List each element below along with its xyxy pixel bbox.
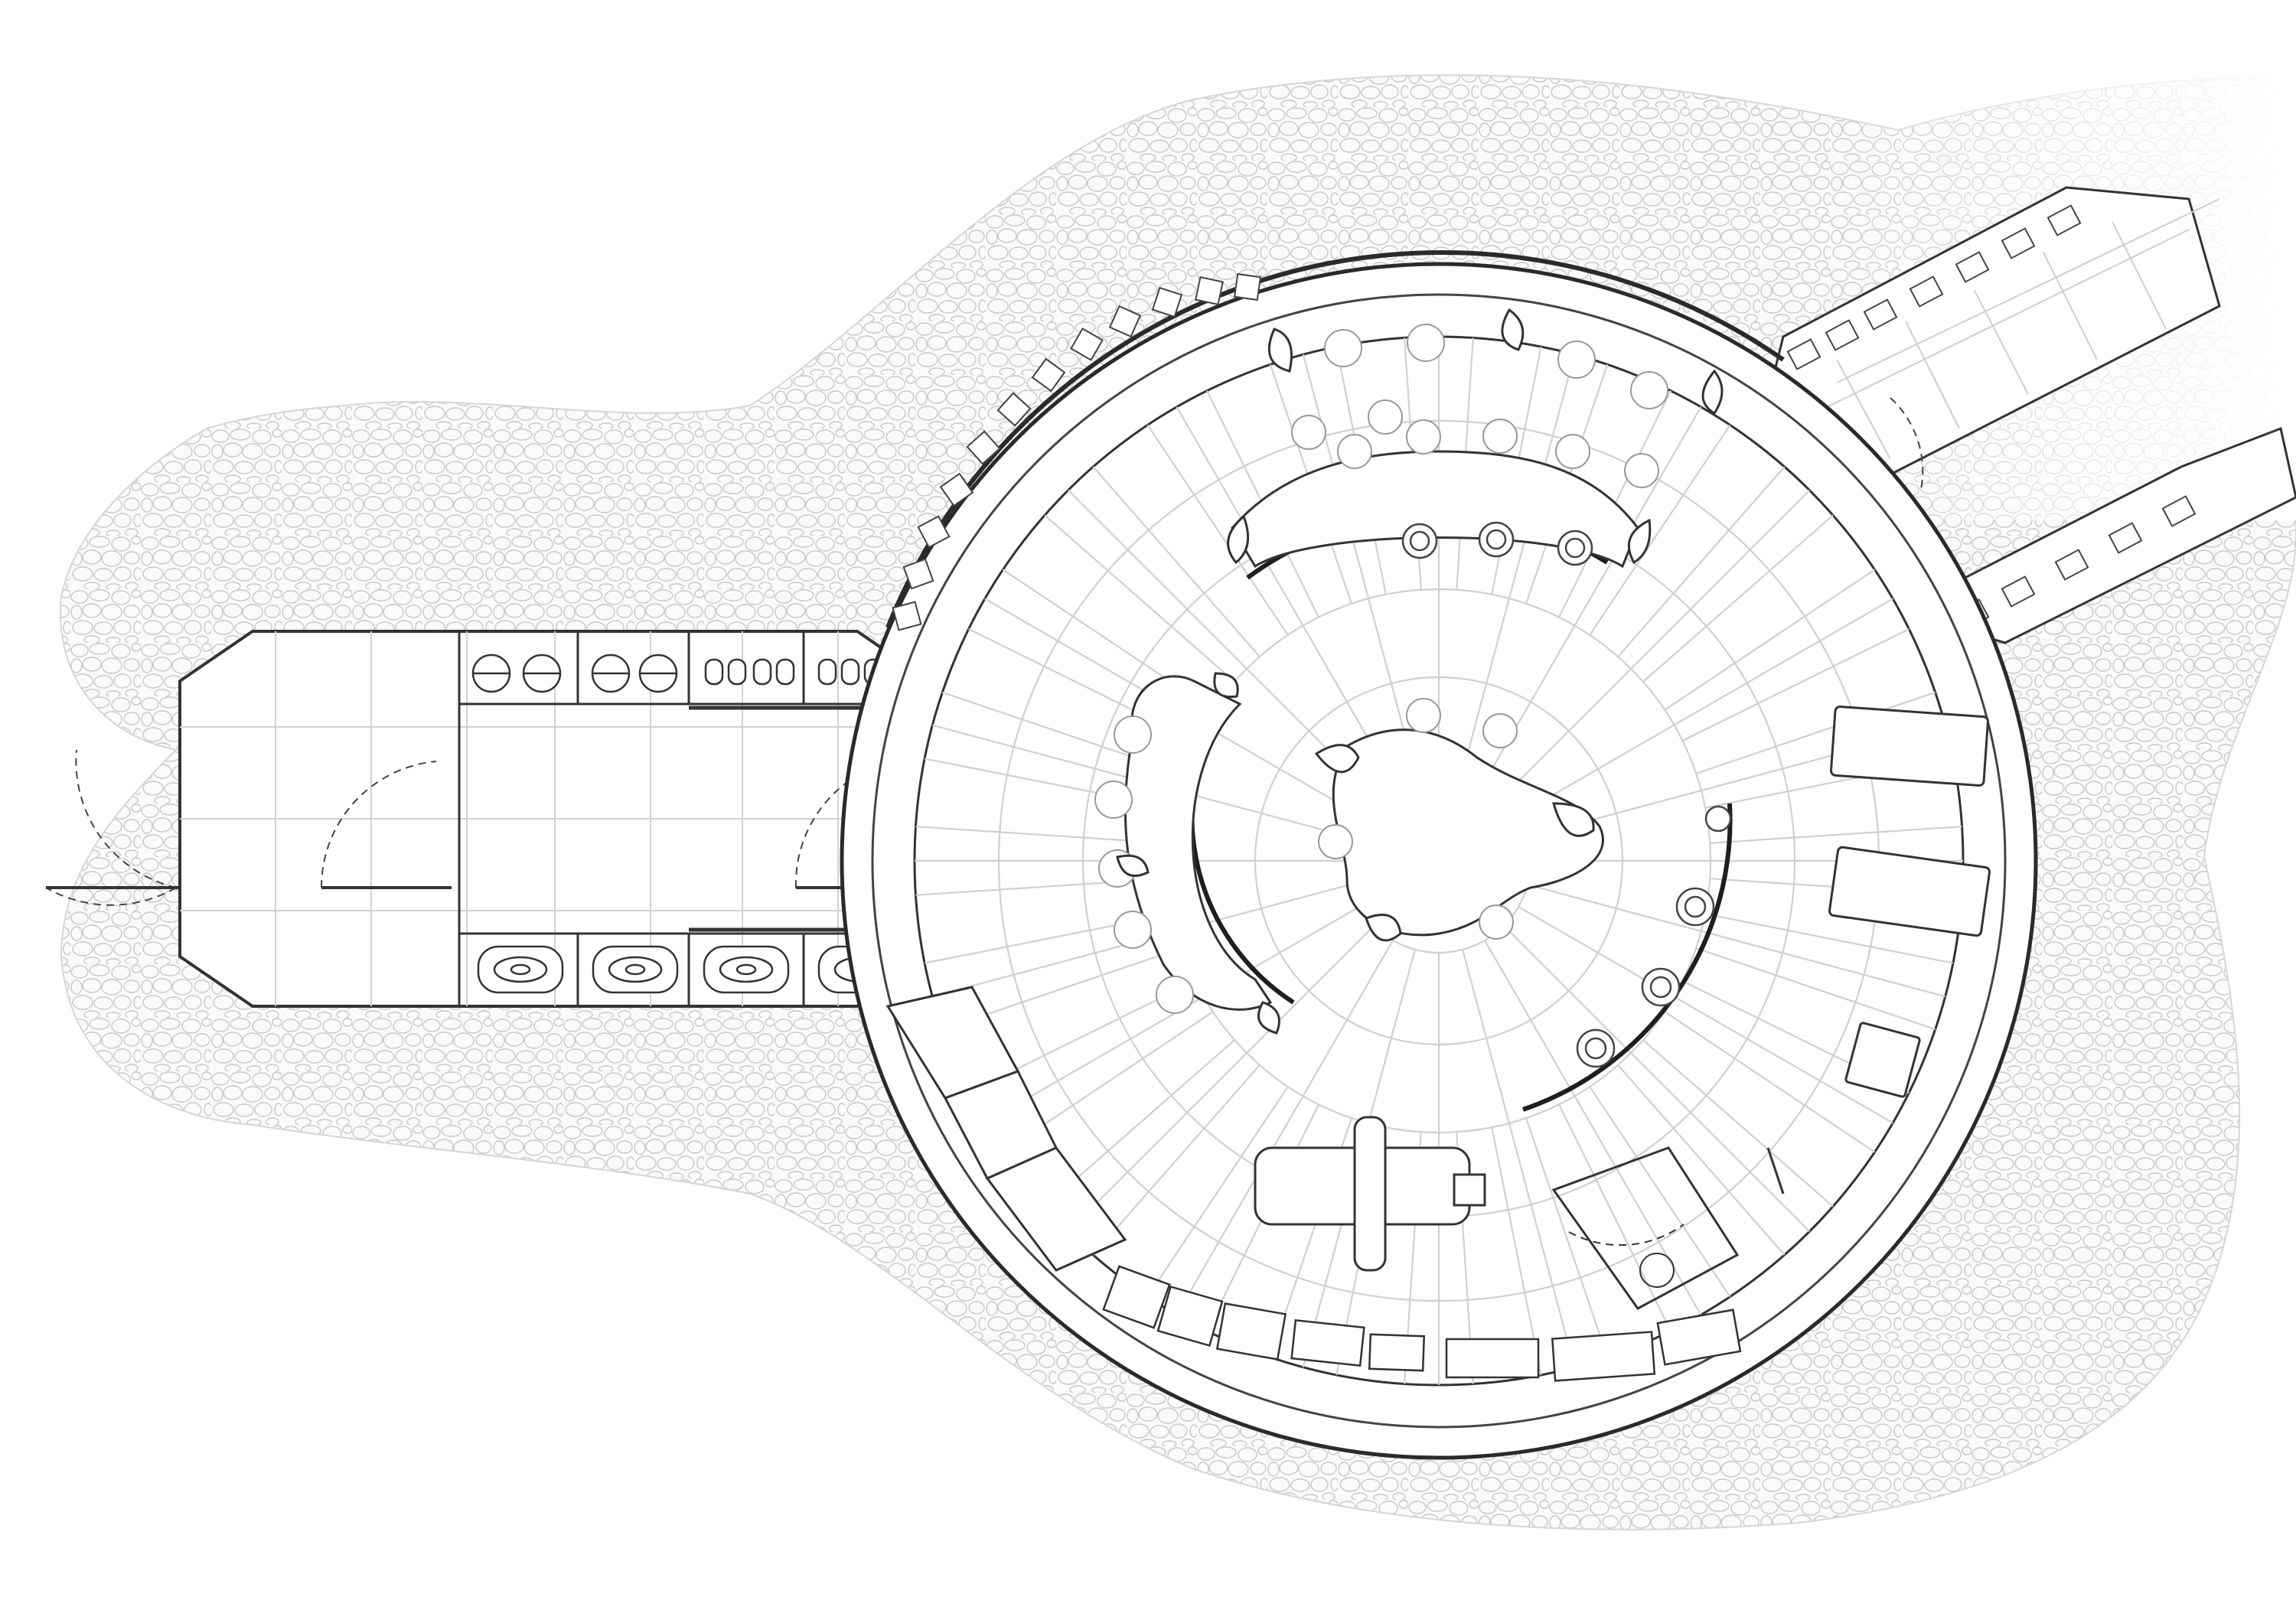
floor-grid-spoke bbox=[1527, 884, 1945, 998]
main-hall bbox=[840, 250, 2038, 1460]
north-counter bbox=[1231, 450, 1639, 569]
south-fixtures bbox=[1102, 1265, 1742, 1382]
floor-grid-subspoke bbox=[1642, 514, 1834, 683]
floor-grid-spoke bbox=[1503, 489, 1811, 797]
floor-grid-spoke bbox=[984, 906, 1360, 1124]
floor-grid-spoke bbox=[1503, 925, 1811, 1233]
central-pods bbox=[1314, 744, 1595, 942]
floor-grid-subspoke bbox=[1146, 1086, 1289, 1298]
south-east-cubicle bbox=[1551, 1146, 1785, 1310]
floor-grid-subspoke bbox=[1558, 1103, 1671, 1331]
floor-grid-subspoke bbox=[1695, 691, 1936, 774]
floor-grid-subspoke bbox=[1491, 1126, 1542, 1376]
floor-grid-spoke bbox=[1067, 489, 1375, 797]
north-seats bbox=[1291, 399, 1659, 488]
north-west-fixtures bbox=[892, 272, 1262, 631]
floor-grid-subspoke bbox=[1589, 424, 1731, 636]
floor-grid-spoke bbox=[1518, 598, 1893, 816]
east-daybeds bbox=[1828, 706, 1991, 1098]
west-pods bbox=[1116, 672, 1280, 1035]
north-pods bbox=[1227, 308, 1724, 565]
floor-grid-subspoke bbox=[1617, 466, 1786, 657]
floor-grid-subspoke bbox=[1092, 466, 1261, 657]
west-wing bbox=[45, 630, 931, 1008]
floor-grid-spoke bbox=[1176, 940, 1394, 1315]
central-seats bbox=[1318, 698, 1518, 940]
floor-grid-subspoke bbox=[1704, 913, 1954, 964]
floor-grid-subspoke bbox=[1146, 424, 1289, 636]
floor-grid-spoke bbox=[1176, 406, 1394, 782]
floor-grid-spoke bbox=[1518, 906, 1893, 1124]
floor-grid-subspoke bbox=[1589, 1086, 1731, 1298]
floor-grid-spoke bbox=[1484, 406, 1702, 782]
floor-grid-spoke bbox=[1067, 925, 1375, 1233]
floor-grid-subspoke bbox=[1681, 628, 1910, 741]
floor-grid-subspoke bbox=[1525, 1117, 1609, 1357]
north-stools bbox=[1401, 521, 1593, 566]
floor-grid-subspoke bbox=[1092, 1064, 1261, 1256]
floor-grid-subspoke bbox=[1664, 1011, 1876, 1153]
floor-grid-subspoke bbox=[1695, 947, 1936, 1031]
east-stools bbox=[1576, 805, 1732, 1068]
north-bay-seats bbox=[1324, 324, 1668, 409]
floor-grid-subspoke bbox=[1617, 1064, 1786, 1256]
floor-grid-subspoke bbox=[1664, 569, 1876, 711]
south-west-rooms bbox=[885, 986, 1127, 1272]
hall-inner-ring bbox=[871, 293, 2007, 1429]
floor-grid-subspoke bbox=[1710, 826, 1962, 844]
floor-grid-spoke bbox=[1484, 940, 1702, 1315]
central-counter bbox=[1332, 728, 1604, 937]
floor-grid-subspoke bbox=[1642, 1039, 1834, 1207]
northeast-corridors bbox=[1759, 186, 2296, 644]
floor-grid-subspoke bbox=[1044, 514, 1235, 683]
floor-grid-spoke bbox=[1462, 354, 1576, 773]
north-perimeter-wall bbox=[885, 250, 1785, 629]
floor-grid-spoke bbox=[1462, 949, 1576, 1367]
cross-sofa bbox=[1254, 1116, 1486, 1272]
